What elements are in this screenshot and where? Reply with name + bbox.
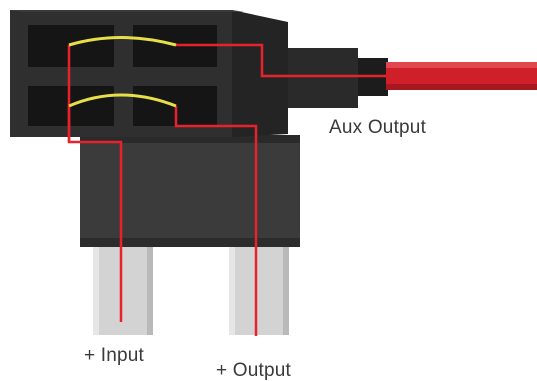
internal-wires (67, 43, 386, 336)
bottom-jumper (68, 93, 177, 108)
aux-output-label: Aux Output (329, 117, 427, 138)
top-jumper (68, 36, 177, 47)
fuse-jumpers (68, 36, 177, 108)
input-blade (93, 240, 153, 335)
output-label: + Output (216, 360, 292, 381)
aux-connector (288, 48, 537, 108)
input-label: + Input (84, 345, 145, 366)
output-wire (174, 106, 258, 336)
input-wire (67, 45, 123, 322)
lower-housing (80, 135, 300, 247)
output-blade (229, 240, 289, 335)
socket-top-left (28, 25, 114, 67)
aux-wire (176, 43, 386, 78)
